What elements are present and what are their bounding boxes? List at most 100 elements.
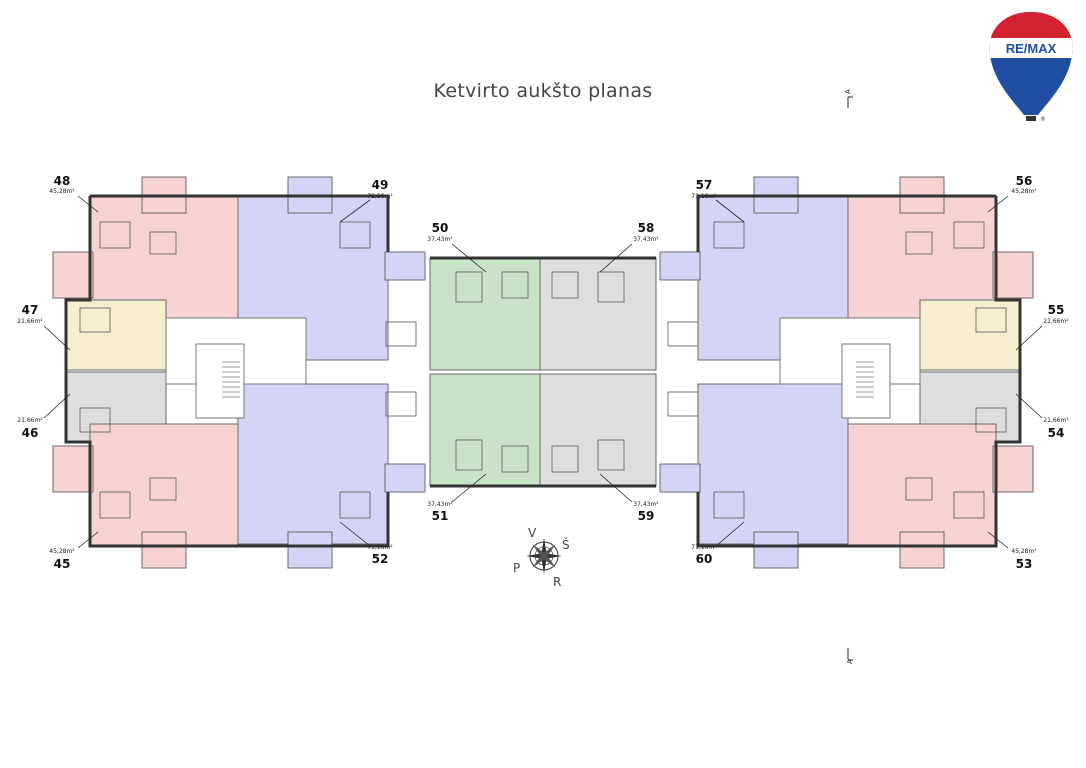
furniture-outline xyxy=(905,231,933,255)
apartment-number: 60 xyxy=(696,552,713,566)
apartment-number: 48 xyxy=(54,174,71,188)
label-leader-line xyxy=(339,199,371,223)
section-mark-label: A xyxy=(846,659,854,664)
apartment-area-value: 45,28m² xyxy=(49,548,75,555)
furniture-outline xyxy=(597,271,625,303)
furniture-outline xyxy=(99,491,131,519)
furniture-outline xyxy=(339,221,371,249)
furniture-outline xyxy=(551,445,579,473)
label-leader-line xyxy=(77,531,99,549)
label-leader-line xyxy=(1015,325,1043,351)
logo-registered: ® xyxy=(1040,116,1046,123)
apartment-area xyxy=(384,251,426,281)
apartment-area-value: 71,16m² xyxy=(367,193,393,200)
apartment-area-value: 37,43m² xyxy=(427,501,453,508)
label-leader-line xyxy=(715,521,745,547)
label-leader-line xyxy=(77,195,99,213)
walls xyxy=(64,194,1022,548)
exterior-wall xyxy=(696,194,1022,548)
label-leader-line xyxy=(715,199,745,223)
apartment-area-value: 21,66m² xyxy=(1043,318,1069,325)
furniture-outline xyxy=(99,221,131,249)
furniture-outline xyxy=(713,221,745,249)
apartment-area xyxy=(899,531,945,569)
apartment-area-value: 71,16m² xyxy=(367,544,393,551)
apartment-number: 52 xyxy=(372,552,389,566)
apartment-area xyxy=(141,531,187,569)
apartment-number: 46 xyxy=(22,426,39,440)
furniture-outline xyxy=(597,439,625,471)
apartment-area xyxy=(237,383,389,545)
apartment-area-value: 37,43m² xyxy=(633,501,659,508)
apartment-number: 54 xyxy=(1048,426,1065,440)
compass-rose: V Š P R xyxy=(513,526,570,589)
furniture-outline xyxy=(713,491,745,519)
apartment-area xyxy=(429,257,541,371)
label-leader-line xyxy=(987,195,1009,213)
label-leader-line xyxy=(339,521,371,547)
furniture-outline xyxy=(455,439,483,471)
apartment-number: 57 xyxy=(696,178,713,192)
exterior-wall xyxy=(64,194,390,548)
label-leader-line xyxy=(599,473,633,503)
apartment-fills xyxy=(52,176,1034,569)
label-leader-line xyxy=(1015,393,1043,419)
apartment-area xyxy=(992,445,1034,493)
apartment-area xyxy=(287,531,333,569)
apartment-number: 47 xyxy=(22,303,39,317)
logo-text: RE/MAX xyxy=(1006,41,1057,56)
apartment-area xyxy=(753,531,799,569)
apartment-area-value: 71,16m² xyxy=(691,193,717,200)
furniture-outline xyxy=(975,407,1007,433)
apartment-area xyxy=(659,463,701,493)
apartment-area xyxy=(384,463,426,493)
furniture-outline xyxy=(551,271,579,299)
apartment-area-value: 45,28m² xyxy=(49,188,75,195)
apartment-area xyxy=(847,423,997,547)
compass-east: R xyxy=(553,575,561,589)
furniture-outline xyxy=(953,221,985,249)
apartment-area-value: 45,28m² xyxy=(1011,188,1037,195)
label-leader-line xyxy=(599,243,633,273)
label-leader-line xyxy=(451,243,487,273)
apartment-area-value: 37,43m² xyxy=(427,236,453,243)
apartment-number: 56 xyxy=(1016,174,1033,188)
furniture-outline xyxy=(667,321,699,347)
apartment-area xyxy=(992,251,1034,299)
label-leader-line xyxy=(451,473,487,503)
apartment-area xyxy=(919,299,1021,371)
furniture-outline xyxy=(79,407,111,433)
apartment-area-value: 21,66m² xyxy=(1043,417,1069,424)
compass-west: V xyxy=(528,526,537,540)
apartment-area-value: 71,16m² xyxy=(691,544,717,551)
common-corridor xyxy=(195,343,245,419)
furniture-outline xyxy=(385,391,417,417)
label-leader-line xyxy=(43,325,71,351)
apartment-number: 45 xyxy=(54,557,71,571)
label-leader-line xyxy=(987,531,1009,549)
apartment-number: 49 xyxy=(372,178,389,192)
apartment-area xyxy=(429,373,541,487)
apartment-number: 53 xyxy=(1016,557,1033,571)
furniture-outline xyxy=(149,477,177,501)
apartment-label: 45 45,28m² xyxy=(49,531,99,571)
apartment-area-value: 21,66m² xyxy=(17,318,43,325)
apartment-area xyxy=(89,423,239,547)
section-mark-top: A xyxy=(844,89,853,108)
apartment-area xyxy=(65,299,167,371)
furniture-outline xyxy=(339,491,371,519)
furniture-outline xyxy=(79,307,111,333)
furniture-outline xyxy=(953,491,985,519)
section-mark-label: A xyxy=(844,89,852,94)
